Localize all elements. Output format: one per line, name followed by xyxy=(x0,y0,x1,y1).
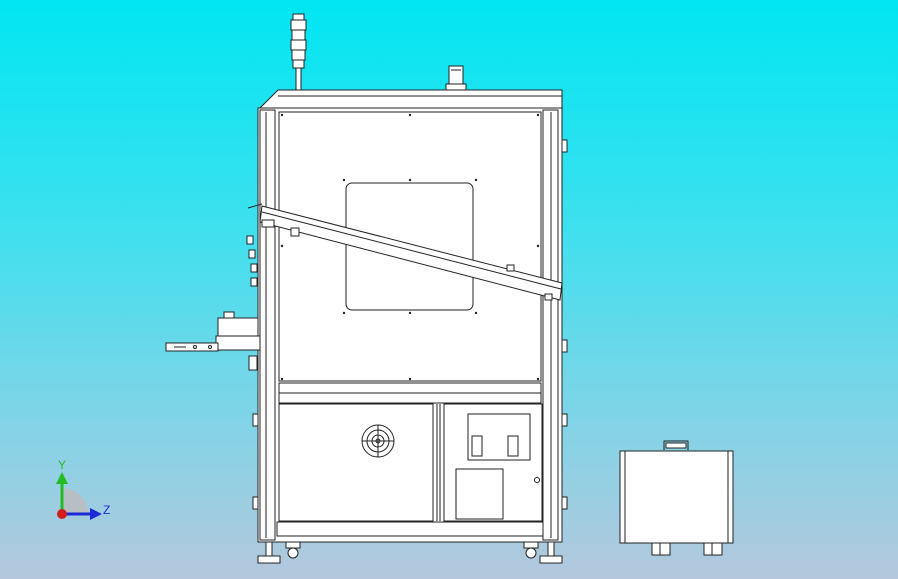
z-axis-label: Z xyxy=(103,503,111,517)
leveling-foot-left[interactable] xyxy=(257,541,281,564)
panel-fasteners xyxy=(280,113,540,381)
axis-triad xyxy=(56,472,102,520)
side-fittings[interactable] xyxy=(246,235,258,371)
portable-case[interactable] xyxy=(619,440,734,556)
door-hinges xyxy=(252,139,568,510)
cooling-fan-icon xyxy=(361,424,395,458)
side-tray[interactable] xyxy=(165,311,261,352)
cabinet-roof[interactable] xyxy=(258,89,563,109)
top-vent-fitting[interactable] xyxy=(445,65,467,91)
signal-tower-lamp[interactable] xyxy=(290,13,307,93)
lower-right-door[interactable] xyxy=(443,403,543,522)
caster-right[interactable] xyxy=(523,541,539,559)
y-axis-label: Y xyxy=(58,458,67,472)
leveling-foot-right[interactable] xyxy=(539,541,563,564)
caster-left[interactable] xyxy=(285,541,301,559)
inclined-chute[interactable] xyxy=(247,203,563,301)
lower-left-door[interactable] xyxy=(278,403,441,522)
